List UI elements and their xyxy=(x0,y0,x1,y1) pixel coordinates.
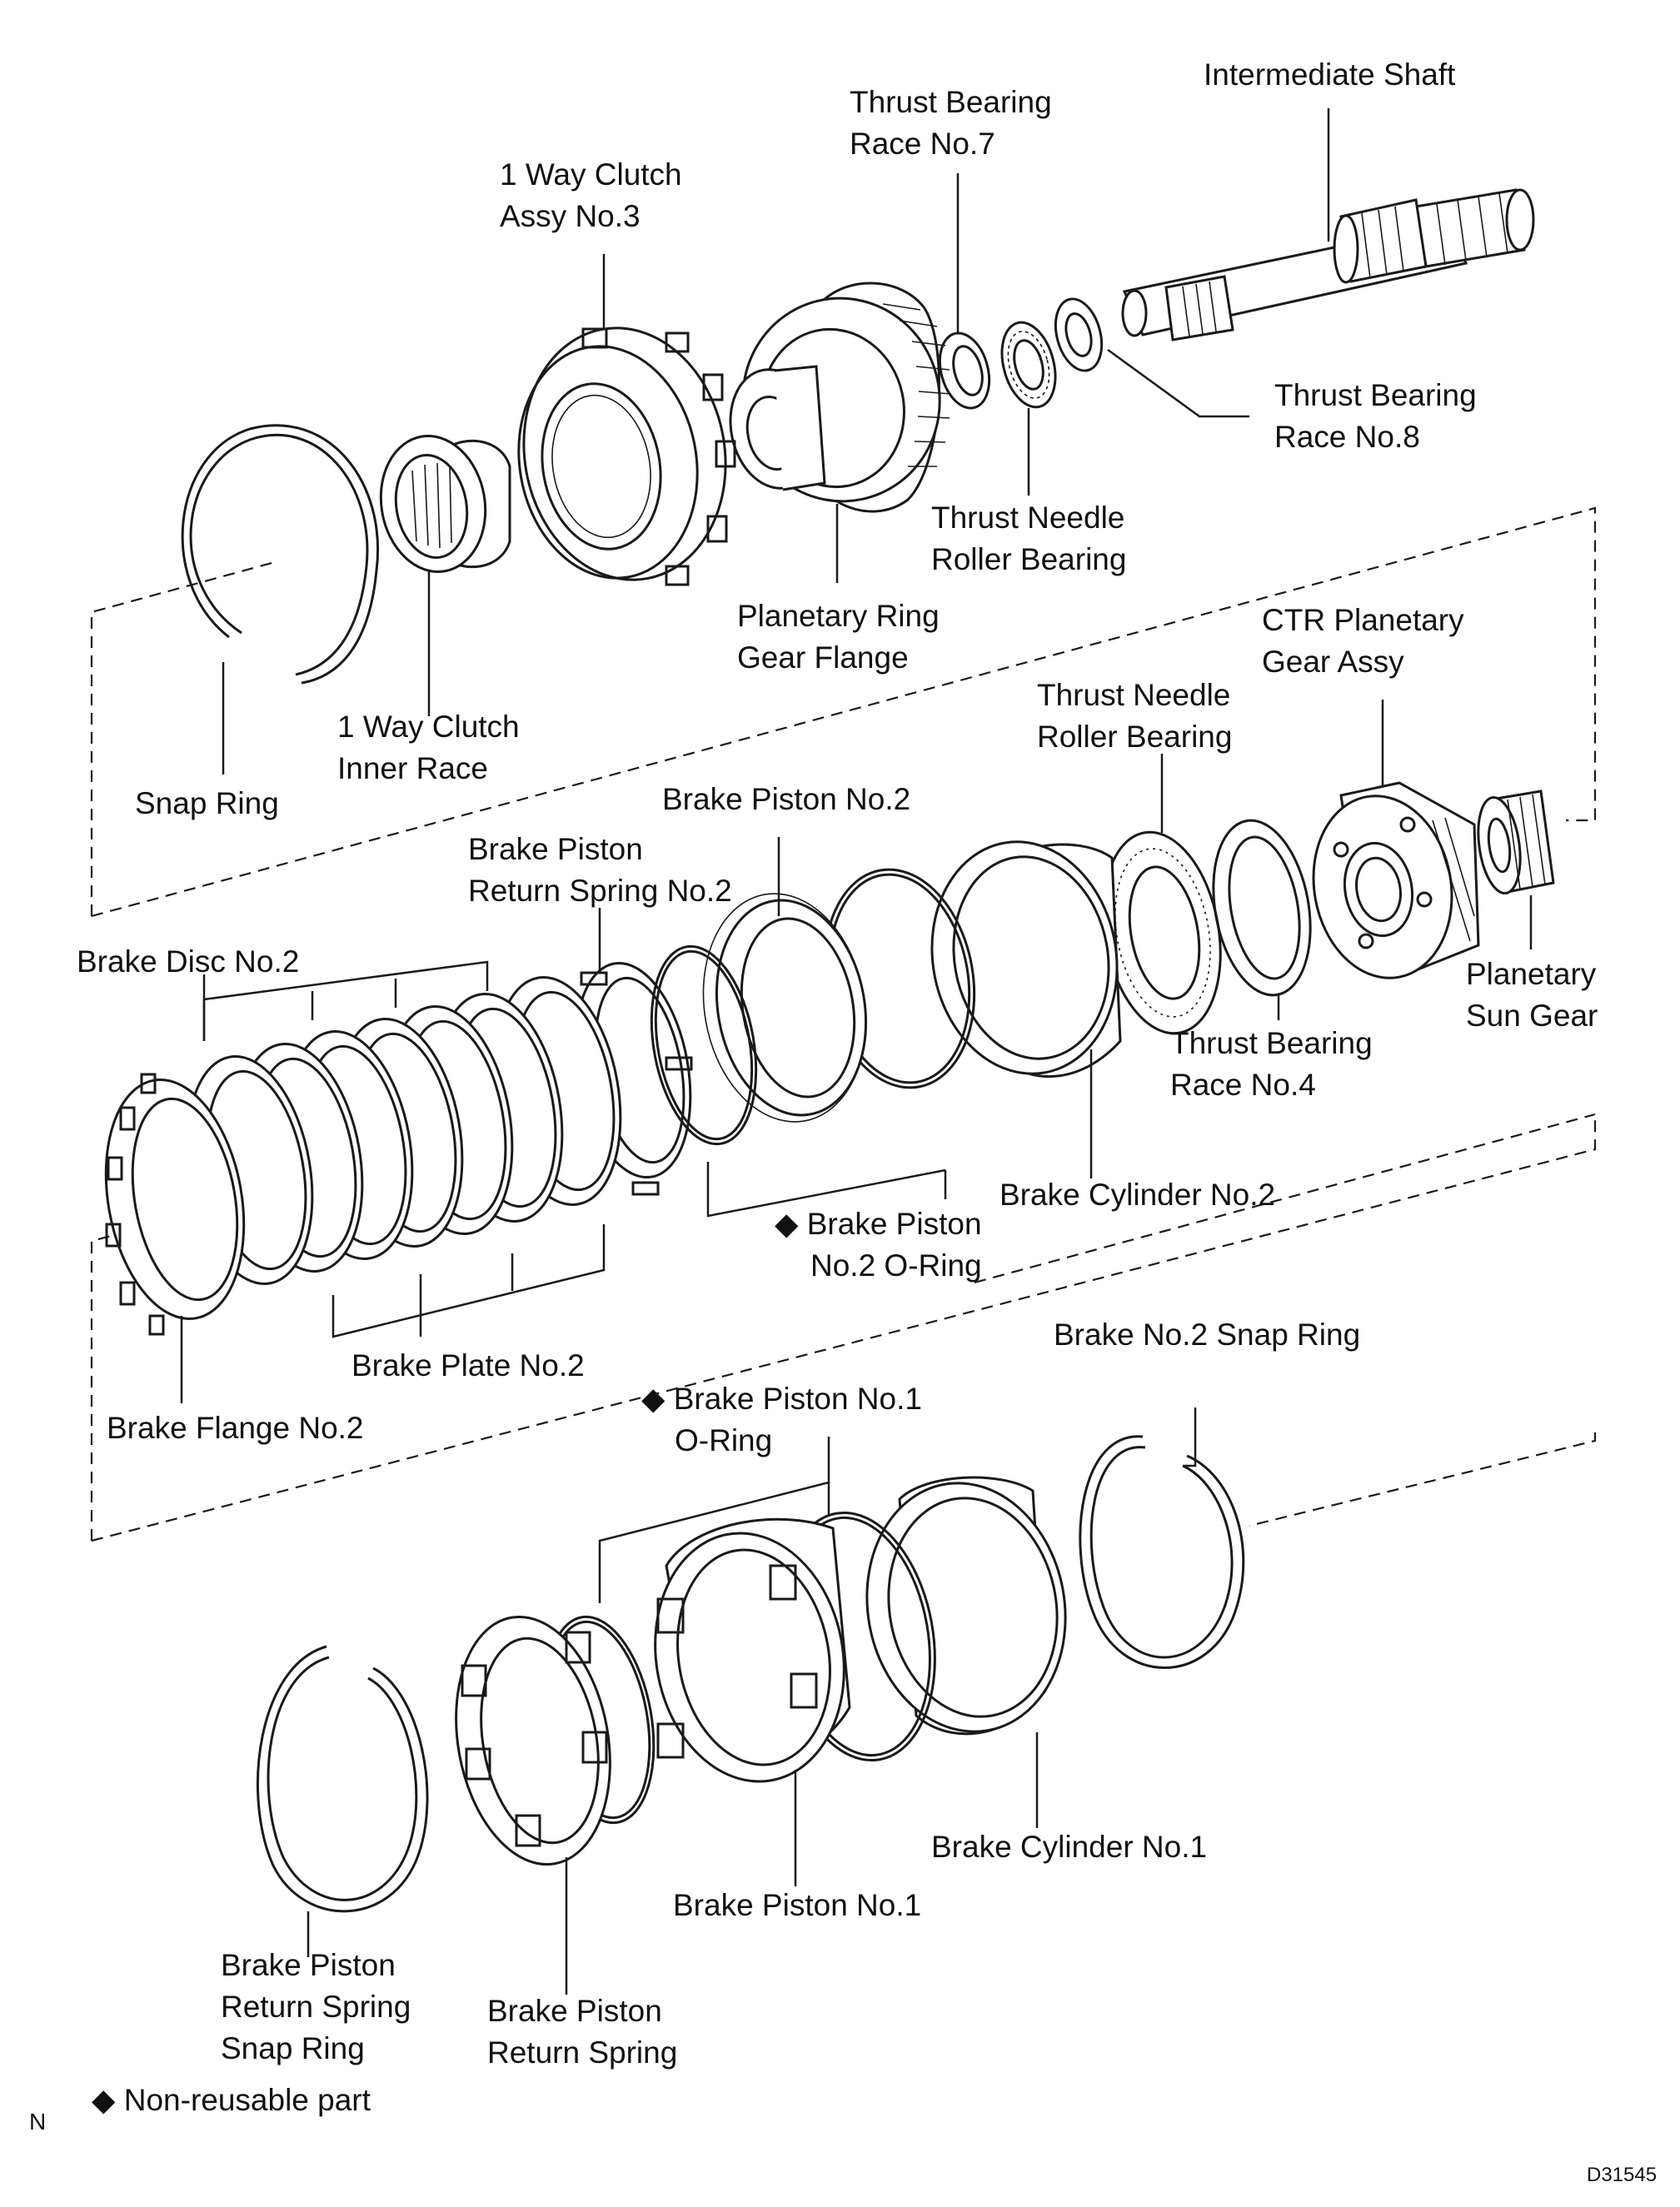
thrust-needle-roller-bearing-upper xyxy=(1000,321,1057,409)
leader-lines xyxy=(180,108,1533,1995)
label-line-text: Brake Piston xyxy=(806,1207,982,1241)
label-line: Sun Gear xyxy=(1466,999,1598,1033)
label-line: CTR Planetary xyxy=(1262,603,1464,637)
label-thrust-bearing-race-8: Thrust Bearing Race No.8 xyxy=(1274,375,1477,458)
brake-piston-no2-oring-small xyxy=(650,944,758,1146)
label-brake-piston-no1-oring: ◆ Brake Piston No.1 O-Ring xyxy=(641,1378,922,1462)
label-brake-no2-snap-ring: Brake No.2 Snap Ring xyxy=(1054,1318,1361,1352)
thrust-bearing-race-8 xyxy=(1054,297,1104,372)
brake-flange-no2 xyxy=(104,1073,246,1336)
label-line: Gear Assy xyxy=(1262,645,1404,679)
non-reusable-mark: ◆ xyxy=(92,2083,116,2117)
thrust-needle-roller-bearing-middle xyxy=(1102,830,1222,1035)
label-line: Race No.7 xyxy=(850,127,995,161)
snap-ring-upper xyxy=(181,424,379,685)
label-line: Return Spring No.2 xyxy=(468,874,732,908)
label-brake-piston-return-spring-snap-ring: Brake Piston Return Spring Snap Ring xyxy=(221,1945,411,2070)
label-line: Roller Bearing xyxy=(1037,720,1233,754)
label-line: Race No.8 xyxy=(1274,420,1420,454)
label-snap-ring: Snap Ring xyxy=(135,786,279,820)
label-line: Thrust Needle xyxy=(931,501,1125,535)
non-reusable-mark: ◆ xyxy=(775,1207,799,1241)
label-brake-cylinder-no1: Brake Cylinder No.1 xyxy=(931,1830,1208,1864)
label-one-way-clutch-inner-race: 1 Way Clutch Inner Race xyxy=(337,706,520,790)
label-line: Thrust Bearing xyxy=(1170,1026,1373,1060)
label-brake-flange-no2: Brake Flange No.2 xyxy=(107,1411,364,1445)
label-line: Return Spring xyxy=(221,1990,411,2024)
non-reusable-mark: ◆ xyxy=(641,1382,666,1416)
label-thrust-bearing-race-4: Thrust Bearing Race No.4 xyxy=(1170,1023,1373,1106)
label-line: Planetary Ring xyxy=(737,599,940,633)
label-planetary-sun-gear: Planetary Sun Gear xyxy=(1466,954,1598,1037)
label-brake-disc-no2: Brake Disc No.2 xyxy=(77,944,300,979)
intermediate-shaft xyxy=(1121,188,1535,341)
label-line: Gear Flange xyxy=(737,640,909,675)
label-line: Thrust Needle xyxy=(1037,678,1231,712)
brake-cylinder-no2 xyxy=(930,840,1122,1079)
label-line: Thrust Bearing xyxy=(850,85,1052,119)
label-intermediate-shaft: Intermediate Shaft xyxy=(1204,57,1456,92)
planetary-sun-gear xyxy=(1477,790,1555,895)
label-thrust-needle-roller-bearing-middle: Thrust Needle Roller Bearing xyxy=(1037,675,1232,758)
brake-piston-return-spring-snap-ring xyxy=(256,1645,429,1913)
label-line: Brake Piston xyxy=(468,832,643,866)
label-brake-piston-no2: Brake Piston No.2 xyxy=(662,782,911,816)
label-line: O-Ring xyxy=(675,1423,773,1457)
label-brake-piston-return-spring-no2: Brake Piston Return Spring No.2 xyxy=(468,829,732,912)
one-way-clutch-assy-3 xyxy=(517,326,736,586)
label-line: Brake Piston xyxy=(221,1948,396,1982)
corner-mark-left: N xyxy=(29,2109,47,2135)
label-brake-piston-return-spring: Brake Piston Return Spring xyxy=(487,1990,677,2074)
brake-piston-no2 xyxy=(702,893,868,1123)
figure-code: D31545 xyxy=(1587,2164,1658,2186)
label-line: Return Spring xyxy=(487,2035,678,2070)
label-one-way-clutch-assy-3: 1 Way Clutch Assy No.3 xyxy=(500,154,682,237)
label-line: No.2 O-Ring xyxy=(810,1248,982,1283)
assembly-boundary-middle xyxy=(90,1113,1597,1542)
label-brake-piston-no1: Brake Piston No.1 xyxy=(673,1888,922,1922)
label-line: Snap Ring xyxy=(221,2031,365,2065)
label-planetary-ring-gear-flange: Planetary Ring Gear Flange xyxy=(737,595,940,679)
brake-piston-no1 xyxy=(654,1517,851,1783)
label-brake-cylinder-no2: Brake Cylinder No.2 xyxy=(1000,1178,1276,1212)
ctr-planetary-gear-assy xyxy=(1312,781,1480,979)
label-thrust-needle-roller-bearing-upper: Thrust Needle Roller Bearing xyxy=(931,497,1126,580)
assembly-boundary-lower xyxy=(1249,1432,1597,1527)
label-ctr-planetary-gear-assy: CTR Planetary Gear Assy xyxy=(1262,600,1464,683)
label-line: Thrust Bearing xyxy=(1274,378,1477,412)
brake-clutch-pack-no2 xyxy=(186,976,622,1285)
label-brake-piston-no2-oring: ◆ Brake Piston No.2 O-Ring xyxy=(775,1203,982,1287)
assembly-boundary-upper xyxy=(90,506,1597,918)
label-line: ◆ Brake Piston xyxy=(775,1203,982,1245)
label-line: Roller Bearing xyxy=(931,542,1127,576)
label-line: Race No.4 xyxy=(1170,1068,1316,1102)
label-line: Planetary xyxy=(1466,957,1597,991)
label-line: Inner Race xyxy=(337,751,488,785)
label-line: 1 Way Clutch xyxy=(500,157,682,192)
legend-text: Non-reusable part xyxy=(123,2083,371,2117)
brake-piston-return-spring xyxy=(455,1615,611,1866)
planetary-ring-gear-flange xyxy=(729,281,952,513)
label-line: Assy No.3 xyxy=(500,199,641,233)
brake-no2-snap-ring xyxy=(1079,1435,1245,1669)
label-brake-plate-no2: Brake Plate No.2 xyxy=(351,1348,585,1382)
label-thrust-bearing-race-7: Thrust Bearing Race No.7 xyxy=(850,82,1052,165)
label-line: ◆ Brake Piston No.1 xyxy=(641,1378,922,1420)
label-line: Brake Piston xyxy=(487,1994,662,2028)
legend: ◆ Non-reusable part xyxy=(92,2080,371,2121)
label-line: 1 Way Clutch xyxy=(337,710,520,744)
one-way-clutch-inner-race xyxy=(379,435,511,573)
brake-cylinder-no1 xyxy=(865,1476,1067,1736)
thrust-bearing-race-7 xyxy=(938,331,991,410)
label-line-text: Brake Piston No.1 xyxy=(673,1382,922,1416)
